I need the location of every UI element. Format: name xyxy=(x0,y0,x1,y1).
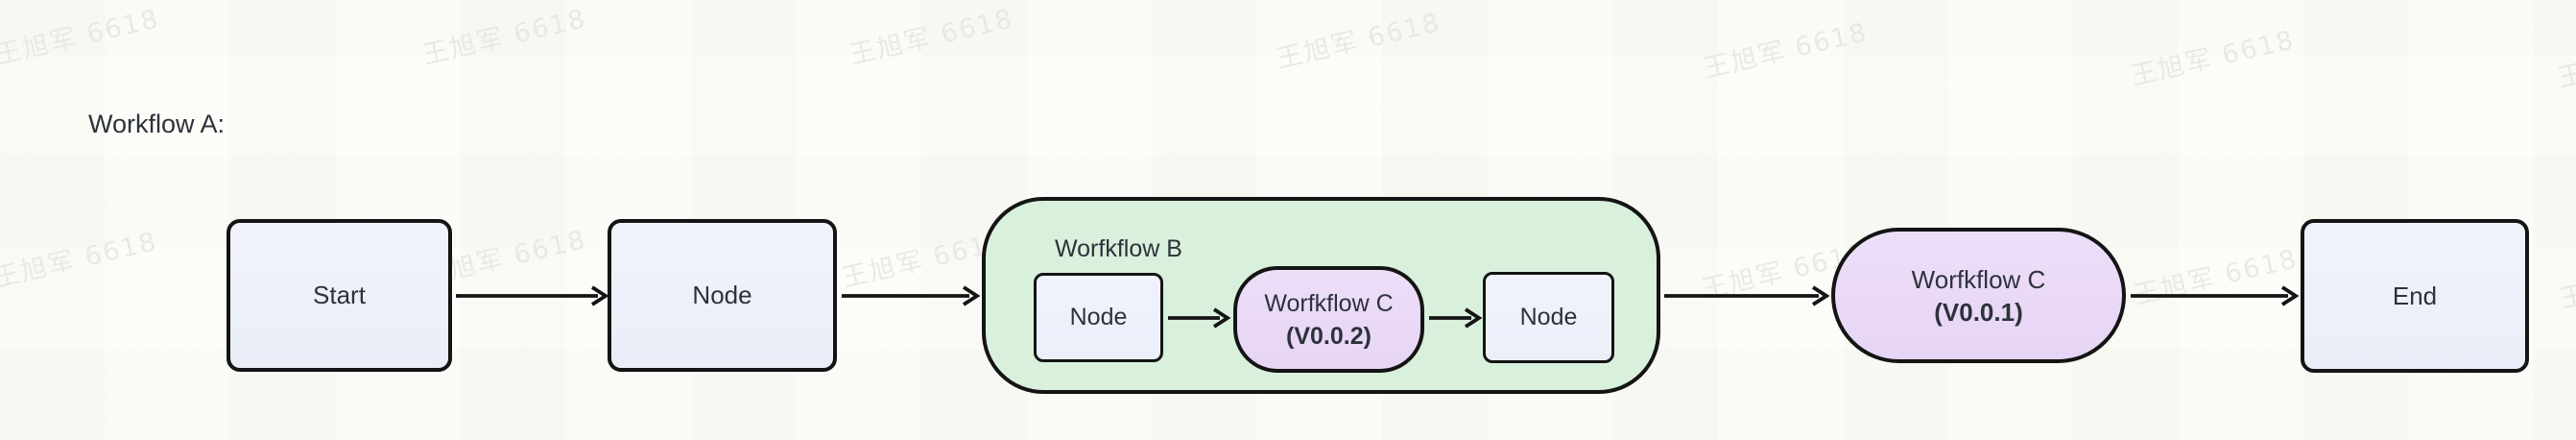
arrow-inner-node1-to-subflow xyxy=(1168,307,1231,329)
watermark-text: 王旭军 6618 xyxy=(2557,248,2576,315)
node-workflow-c-v002-title: Worfkflow C xyxy=(1264,289,1394,317)
watermark-text: 王旭军 6618 xyxy=(847,4,1017,71)
watermark-text: 王旭军 6618 xyxy=(1701,17,1872,85)
node-workflow-c-v002-version: (V0.0.2) xyxy=(1286,322,1371,350)
arrow-node-to-group xyxy=(842,285,981,306)
node-node: Node xyxy=(608,219,837,372)
arrow-group-to-workflow-c xyxy=(1664,285,1830,306)
node-node-label: Node xyxy=(692,281,752,309)
node-start-label: Start xyxy=(313,281,366,309)
watermark-text: 王旭军 6618 xyxy=(0,227,161,294)
arrow-workflow-c-to-end xyxy=(2131,285,2300,306)
watermark-text: 王旭军 6618 xyxy=(2555,27,2576,94)
watermark-text: 王旭军 6618 xyxy=(2128,25,2299,92)
node-end: End xyxy=(2301,219,2529,373)
node-workflow-c-v001: Worfkflow C (V0.0.1) xyxy=(1831,228,2126,363)
group-workflow-b-label: Worfkflow B xyxy=(1055,235,1182,262)
watermark-text: 王旭军 6618 xyxy=(0,4,163,71)
watermark-text: 王旭军 6618 xyxy=(1274,8,1444,75)
node-inner-2: Node xyxy=(1483,272,1614,363)
node-inner-1-label: Node xyxy=(1069,304,1128,330)
node-workflow-c-v001-title: Worfkflow C xyxy=(1911,264,2046,294)
node-start: Start xyxy=(227,219,452,372)
node-inner-2-label: Node xyxy=(1519,304,1578,330)
node-inner-1: Node xyxy=(1034,273,1163,362)
arrow-start-to-node xyxy=(456,285,609,306)
arrow-subflow-to-inner-node2 xyxy=(1429,307,1483,329)
diagram-title: Workflow A: xyxy=(88,110,226,138)
node-workflow-c-v001-version: (V0.0.1) xyxy=(1934,297,2023,327)
watermark-text: 王旭军 6618 xyxy=(419,4,590,71)
node-end-label: End xyxy=(2392,281,2438,310)
node-workflow-c-v002: Worfkflow C (V0.0.2) xyxy=(1233,266,1424,373)
